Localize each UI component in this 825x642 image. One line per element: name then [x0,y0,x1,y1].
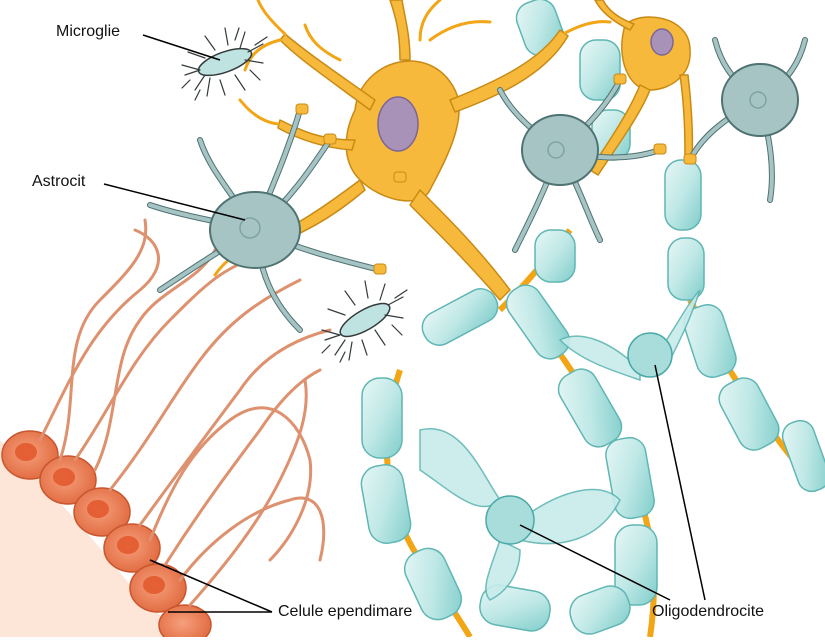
astrocyte-process-outline [147,37,808,333]
ependymal-processes [38,218,332,607]
oligodendrocyte-cell [485,495,535,545]
leader-lines [103,34,706,613]
microglia-cell [181,27,268,101]
astrocytes [147,37,808,333]
neuron-dendrite [594,0,635,31]
ependymal-leader [149,559,273,613]
myelin-segments [360,0,825,635]
ependymal-nuclei [15,443,165,594]
neuron-nuclei [377,28,674,152]
astrocyte-process-fill [148,38,807,332]
neuron-dendrite [449,29,569,113]
oligodendrocyte-leader [654,364,706,601]
neuron-nucleus [650,28,674,56]
astrocyte-end-feet [295,73,697,275]
astrocyte-leader [103,183,246,221]
neuron-dendrite [389,0,411,61]
oligodendrocyte-webs [419,289,701,601]
neuron-axon-hillock [409,189,511,301]
neuron-dendrite [589,84,651,176]
ependymal-label: Celule ependimare [278,603,413,620]
oligodendrocyte-leader [519,524,671,601]
microglia [181,27,408,363]
neuron-nucleus [377,96,419,152]
neuron-dendrite [279,33,376,111]
microglia-cell [321,280,408,363]
astrocyte-body [721,63,799,137]
ependymal-layer [0,218,332,642]
astrocyte-body [209,191,301,269]
astrocyte-body [521,114,599,186]
astrocyte-label: Astrocit [32,173,86,190]
astrocyte-nuclei [239,91,767,239]
microglia-label: Microglie [56,23,121,40]
neuron-dendrite [679,74,694,161]
oligodendrocyte-cell [627,332,673,378]
oligodendrocyte-label: Oligodendrocite [652,603,765,620]
oligodendrocyte-cells [485,332,673,545]
myelinated-axons [360,0,825,639]
microglia-leader [142,34,221,61]
ependymal-cell [158,604,212,642]
